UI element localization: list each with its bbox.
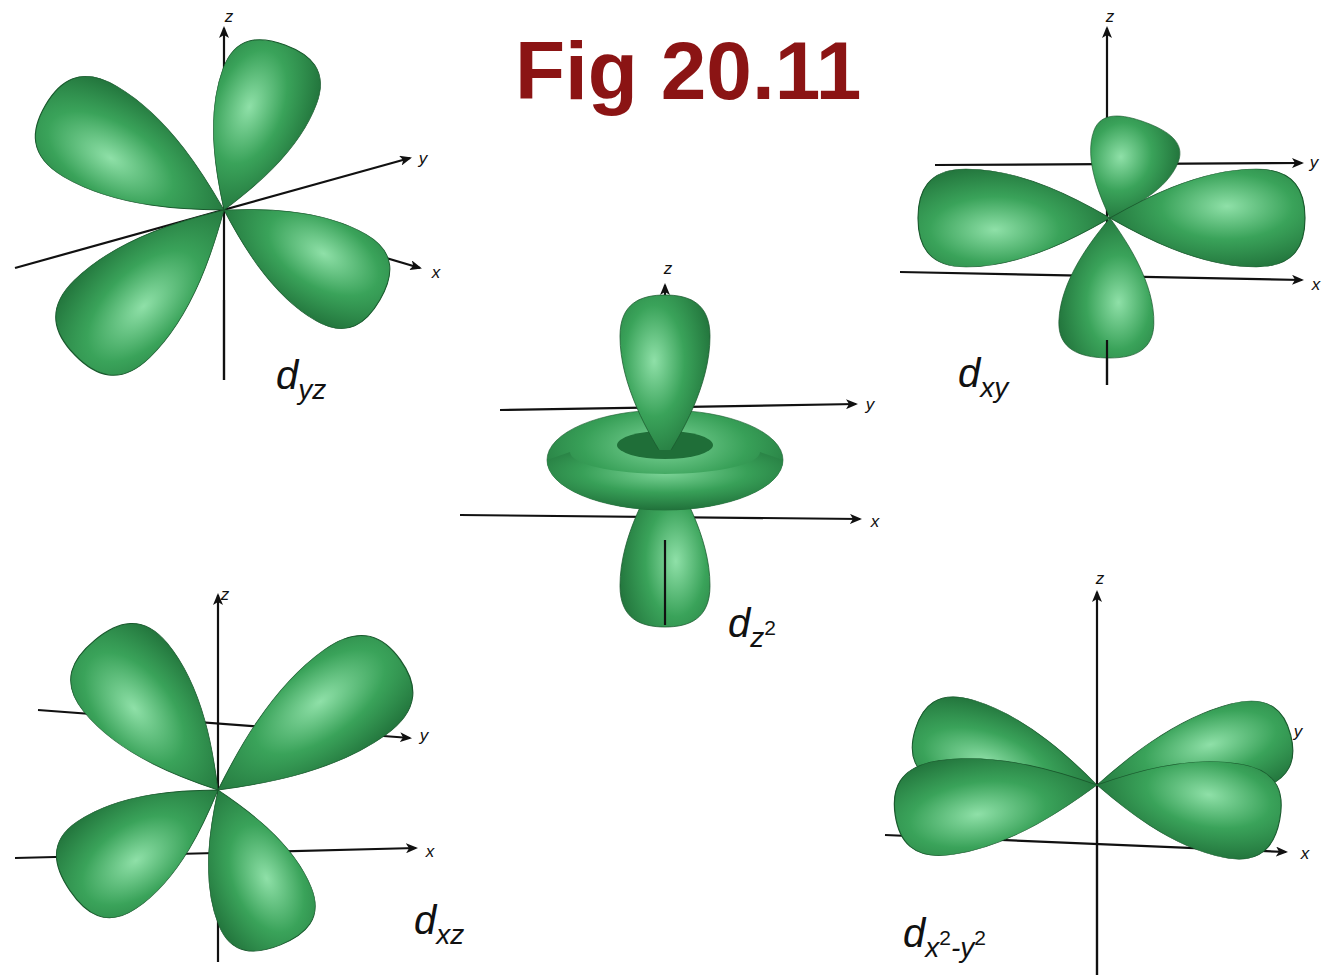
- axis-label: x: [426, 843, 435, 860]
- dxy-lobes: [918, 107, 1305, 360]
- dx2y2-lobes: [888, 686, 1302, 866]
- axis-label: x: [432, 264, 441, 281]
- axis-label: y: [420, 727, 429, 744]
- dxz-lobes: [40, 606, 431, 964]
- orbital-name: dx2-y2: [903, 913, 986, 962]
- orbital-name: dz2: [728, 603, 776, 652]
- axis-label: z: [1096, 570, 1105, 587]
- axis-line: [1106, 340, 1108, 385]
- axis-line: [223, 300, 225, 380]
- orbital-name: dxz: [414, 900, 464, 949]
- axis-label: z: [1106, 8, 1115, 25]
- axis-label: x: [1312, 276, 1321, 293]
- axis-label: y: [1310, 154, 1319, 171]
- axis-label: y: [419, 150, 428, 167]
- axis-label: z: [225, 8, 234, 25]
- axis-label: z: [221, 586, 230, 603]
- dz2-lobes: [547, 295, 783, 627]
- axis-line: [1096, 830, 1098, 975]
- figure-title: Fig 20.11: [515, 30, 861, 112]
- axis-label: y: [1294, 723, 1303, 740]
- orbital-name: dxy: [958, 353, 1008, 402]
- orbital-name: dyz: [276, 355, 326, 404]
- dyz-lobes: [19, 28, 405, 394]
- axis-label: x: [1301, 845, 1310, 862]
- axis-line: [664, 540, 666, 625]
- axis-label: z: [664, 260, 673, 277]
- axis-label: x: [871, 513, 880, 530]
- axis-label: y: [866, 396, 875, 413]
